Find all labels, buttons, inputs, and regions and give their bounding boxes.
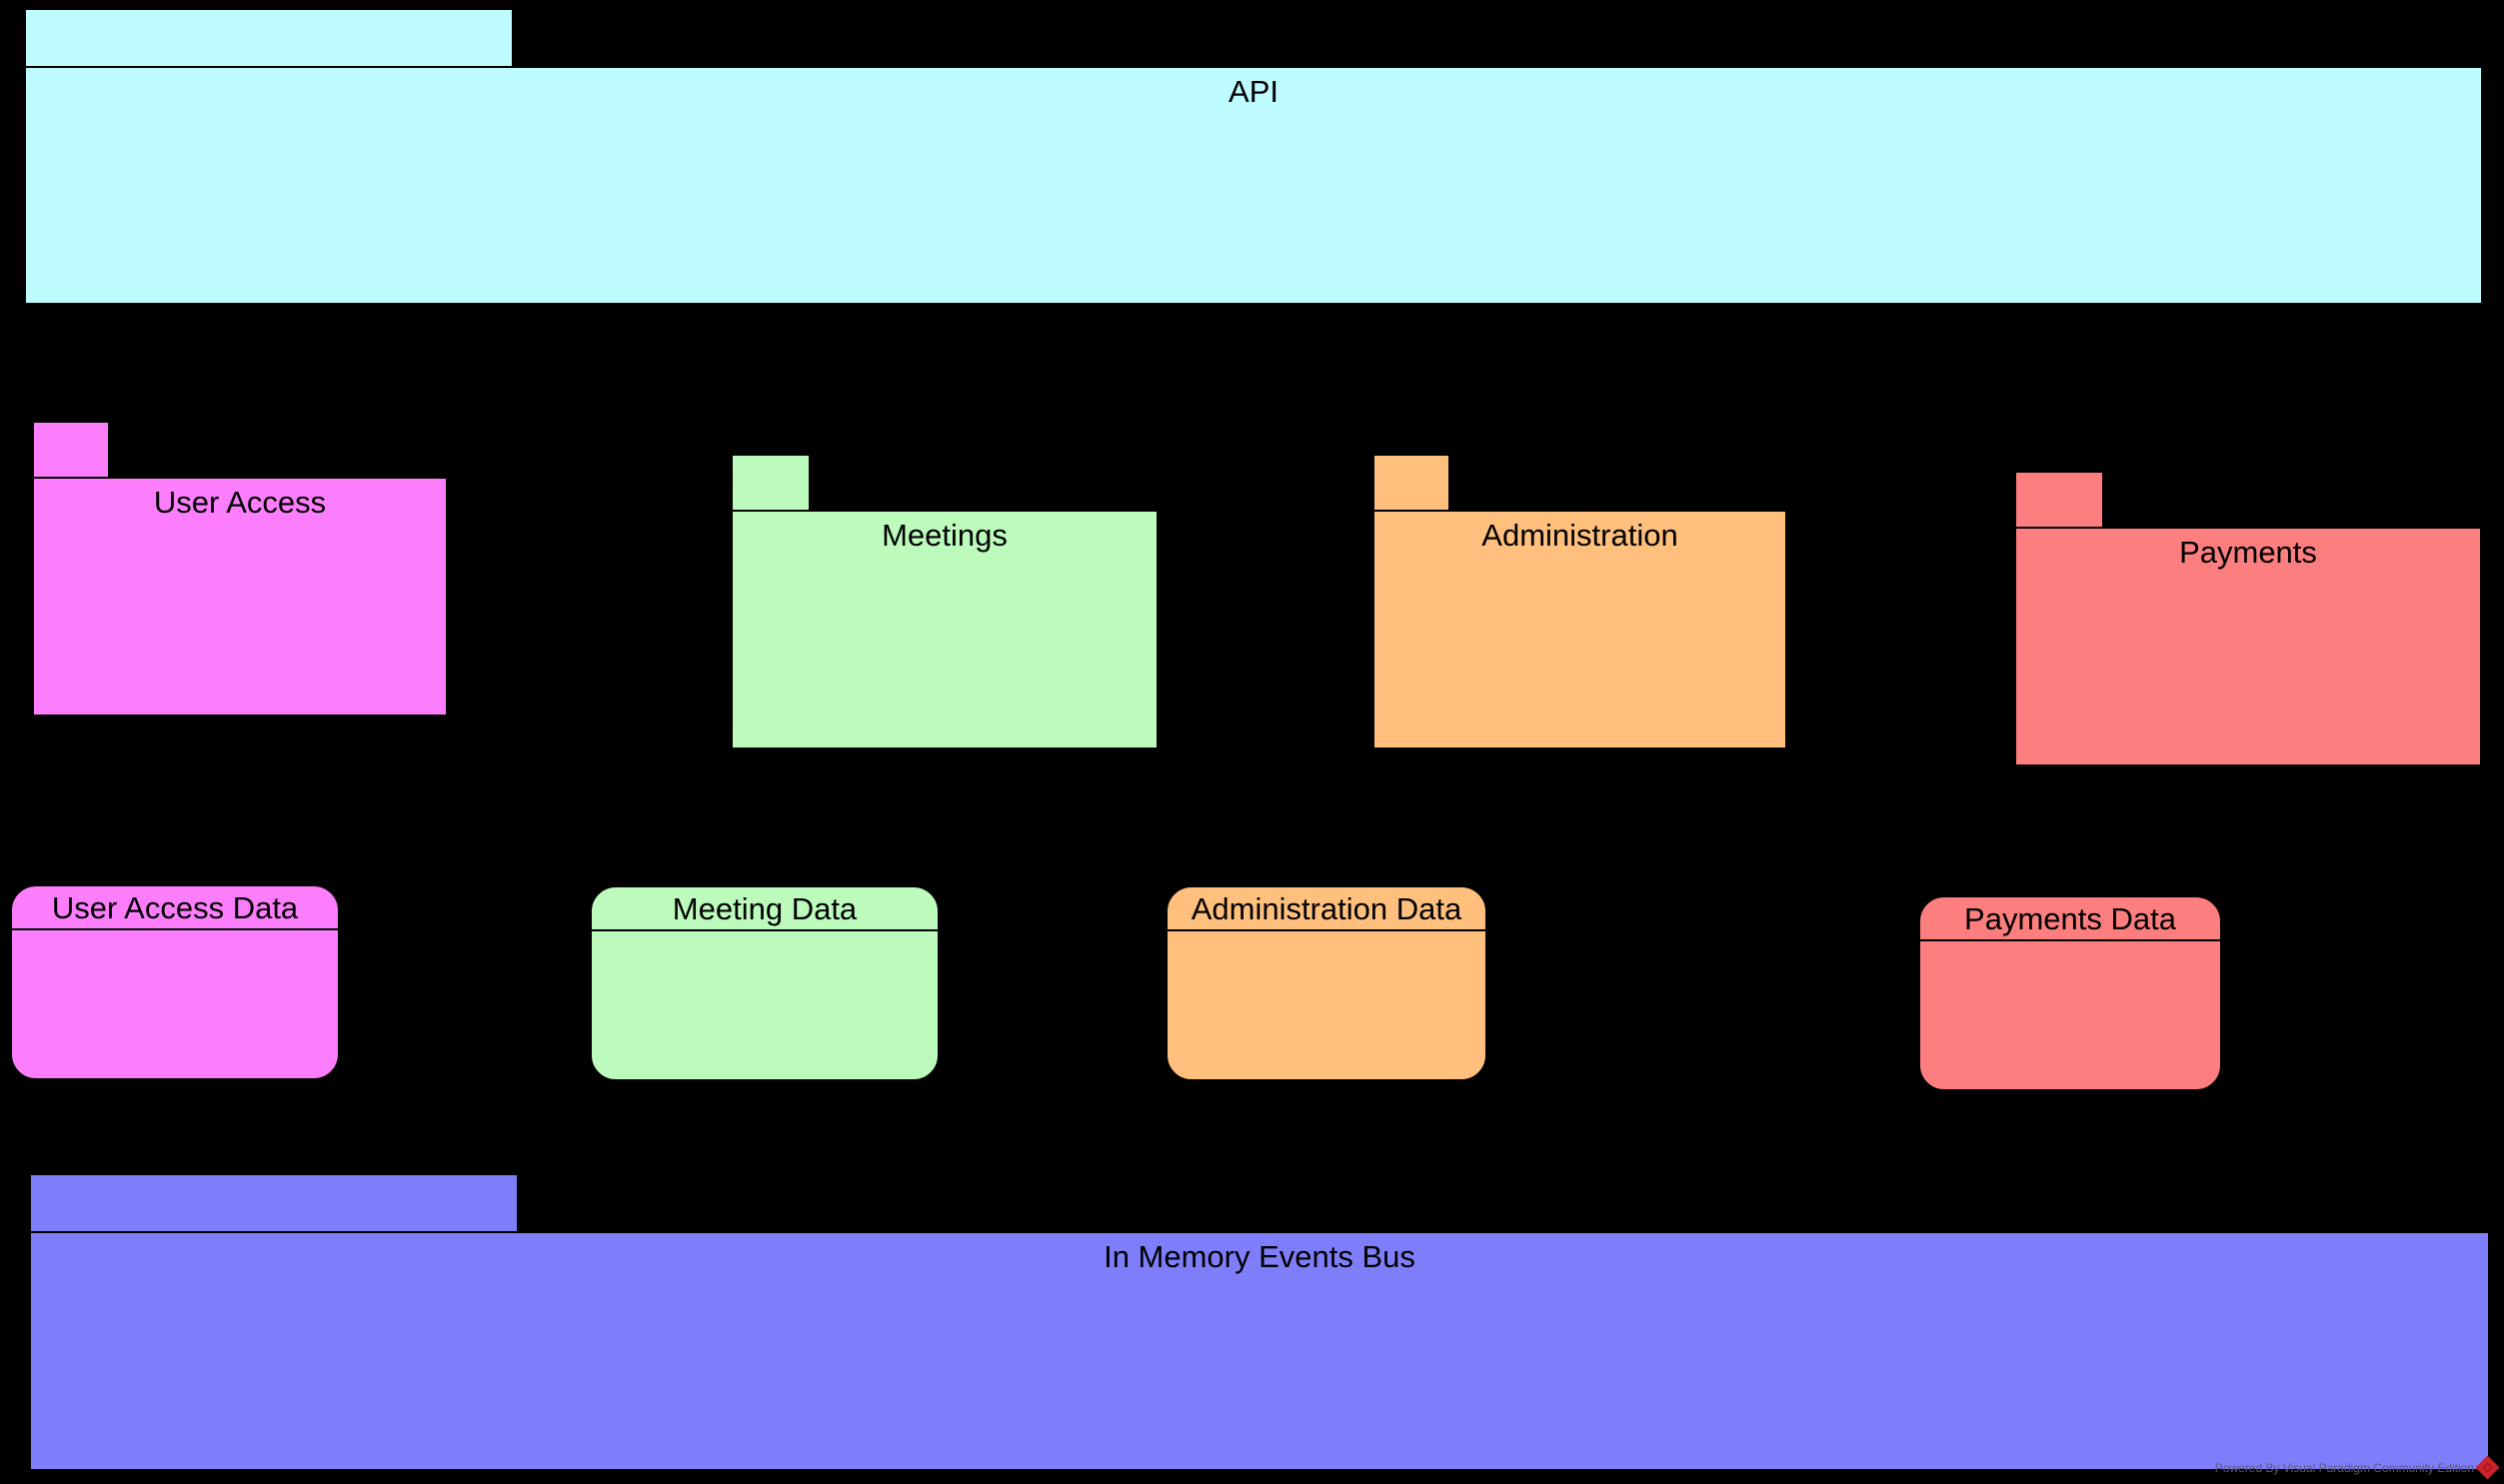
package-api-body bbox=[24, 66, 2483, 305]
package-user-access-body bbox=[32, 477, 448, 717]
datastore-payments-data[interactable]: Payments Data bbox=[1918, 895, 2222, 1091]
package-payments-tab bbox=[2014, 471, 2104, 529]
datastore-meeting-data[interactable]: Meeting Data bbox=[590, 885, 940, 1081]
package-meetings-body bbox=[731, 510, 1159, 749]
package-administration-body bbox=[1372, 510, 1787, 749]
package-user-access-tab bbox=[32, 421, 110, 479]
datastore-user-access-data[interactable]: User Access Data bbox=[10, 884, 340, 1080]
package-api-tab bbox=[24, 8, 514, 68]
package-payments-body bbox=[2014, 527, 2482, 766]
datastore-administration-data-label: Administration Data bbox=[1168, 887, 1485, 931]
package-in-memory-events-bus-body bbox=[29, 1231, 2490, 1471]
datastore-administration-data[interactable]: Administration Data bbox=[1166, 885, 1487, 1081]
datastore-user-access-data-label: User Access Data bbox=[12, 886, 338, 930]
datastore-payments-data-label: Payments Data bbox=[1920, 897, 2220, 941]
datastore-meeting-data-label: Meeting Data bbox=[592, 887, 938, 931]
package-in-memory-events-bus-tab bbox=[29, 1173, 519, 1233]
package-administration-tab bbox=[1372, 454, 1450, 512]
package-meetings-tab bbox=[731, 454, 811, 512]
